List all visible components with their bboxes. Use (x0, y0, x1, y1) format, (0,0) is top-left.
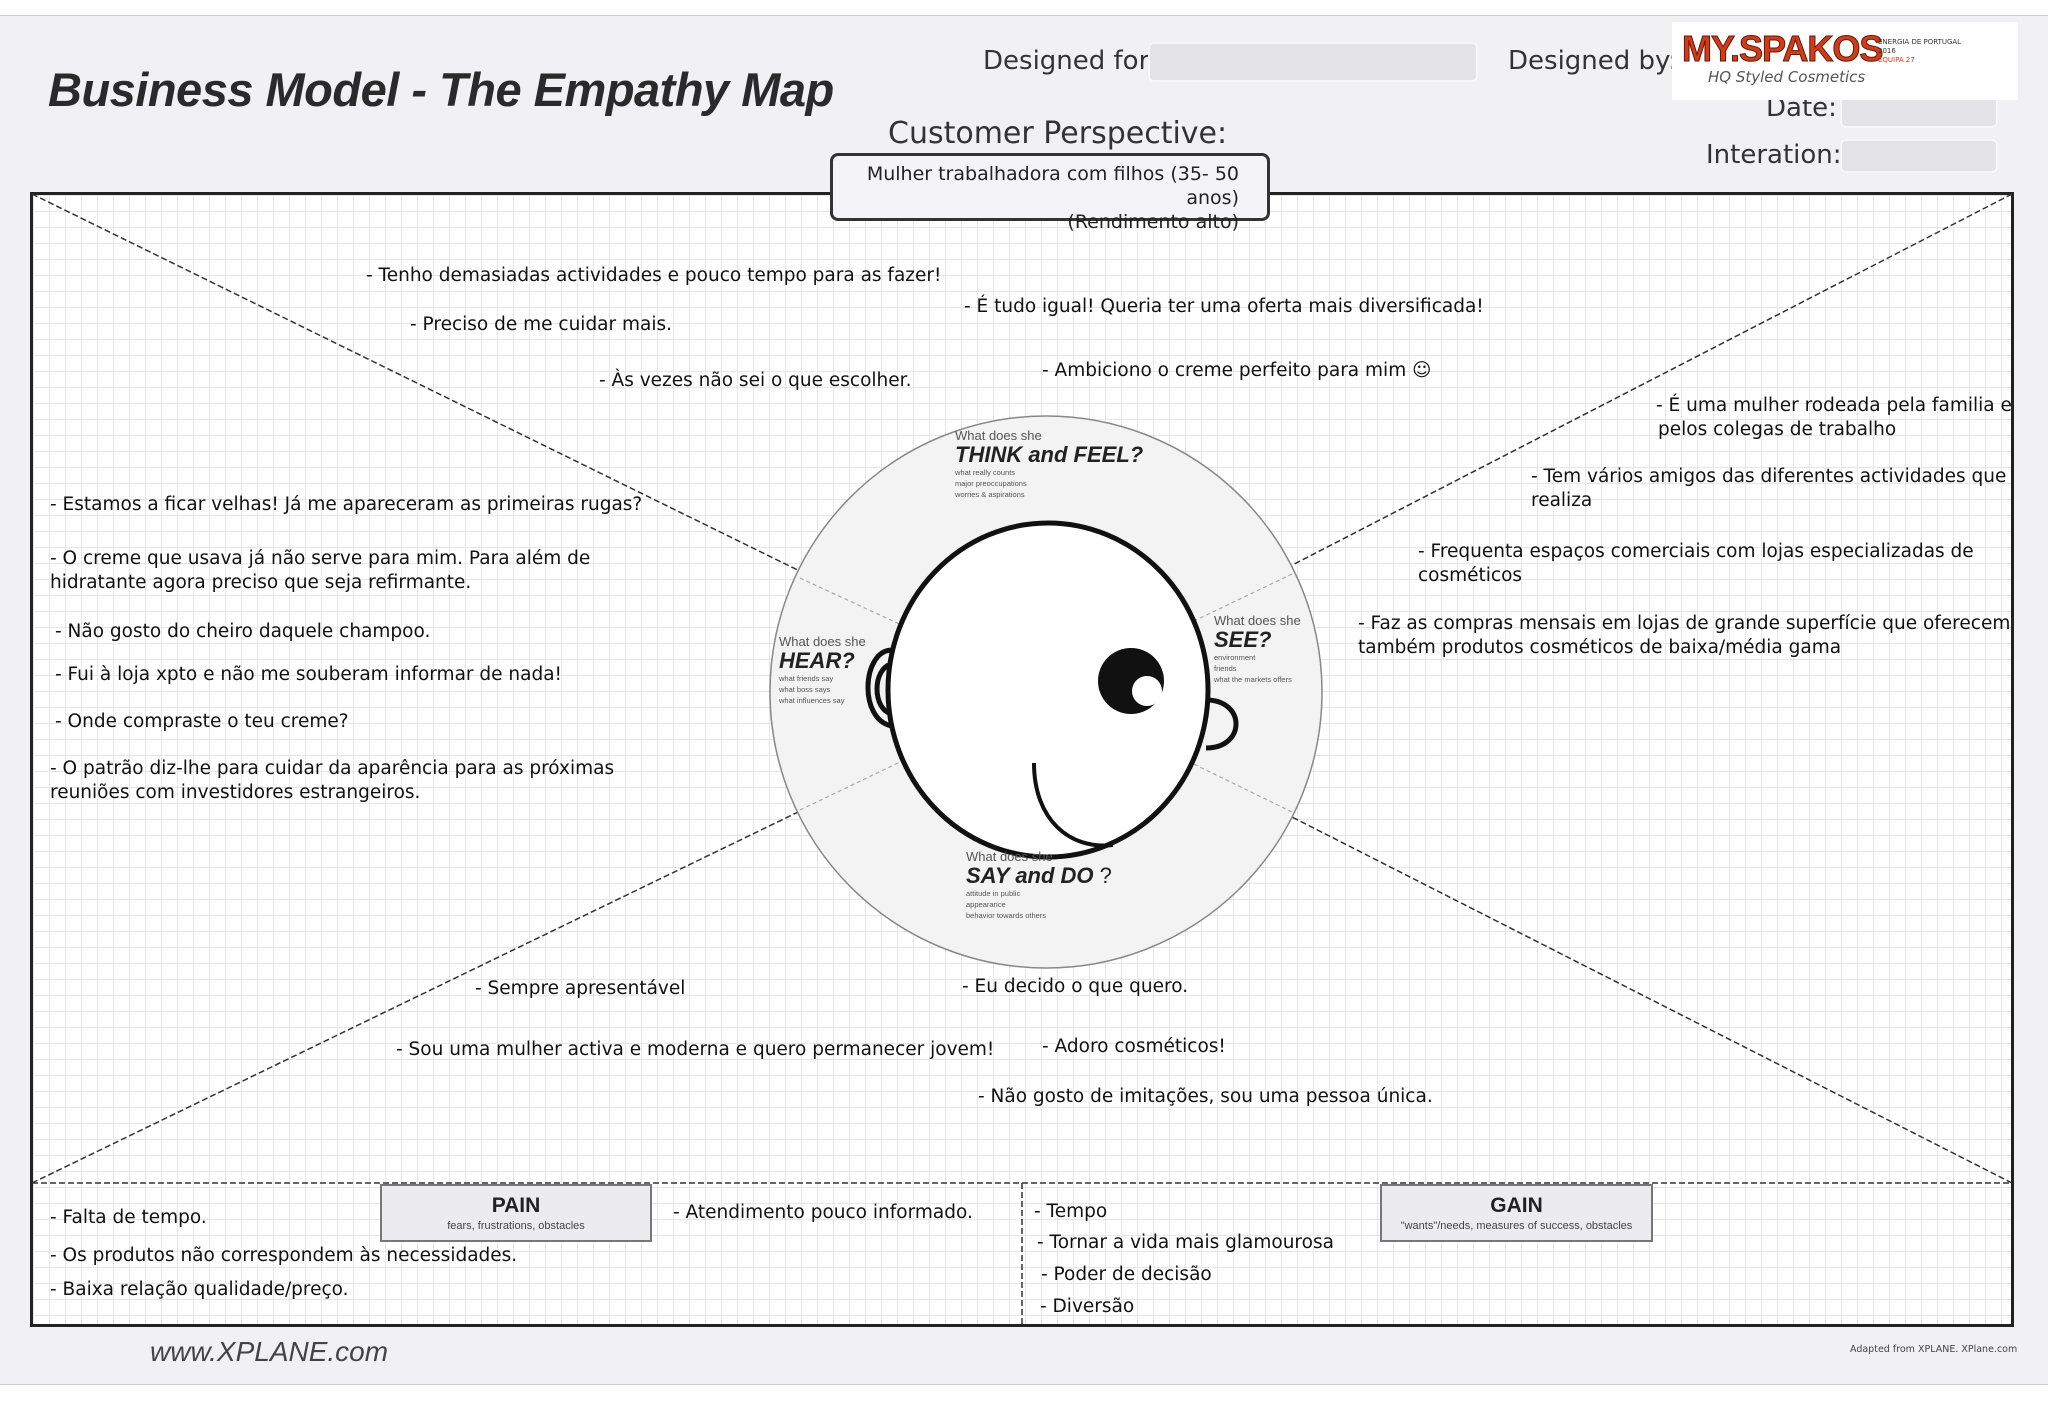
think-note: - É tudo igual! Queria ter uma oferta ma… (964, 296, 1484, 317)
quadrant-hint: behavior towards others (966, 911, 1047, 920)
pain-item: - Baixa relação qualidade/preço. (50, 1279, 349, 1300)
see-note: também produtos cosméticos de baixa/médi… (1358, 637, 1842, 658)
gain-subtitle: "wants"/needs, measures of success, obst… (1400, 1220, 1633, 1232)
hear-label: What does she HEAR? what friends say wha… (779, 635, 866, 705)
see-note: pelos colegas de trabalho (1658, 419, 1897, 440)
pain-subtitle: fears, frustrations, obstacles (447, 1220, 585, 1232)
persona-line: Mulher trabalhadora com filhos (35- 50 a… (866, 163, 1239, 209)
gain-header-box: GAIN "wants"/needs, measures of success,… (1380, 1184, 1653, 1242)
see-note: cosméticos (1418, 565, 1523, 586)
say-note: - Sempre apresentável (475, 978, 686, 999)
persona-line: (Rendimento alto) (1067, 211, 1239, 233)
logo-note: 2016 (1878, 47, 1896, 55)
quadrant-hint: friends (1214, 664, 1237, 673)
quadrant-hint: what friends say (779, 674, 834, 683)
designed-for-field[interactable] (1148, 42, 1478, 82)
quadrant-hint: what really counts (955, 468, 1016, 477)
see-note: - Frequenta espaços comerciais com lojas… (1418, 541, 1974, 562)
quadrant-prefix: What does she (1214, 613, 1301, 628)
think-note: - Preciso de me cuidar mais. (410, 314, 673, 335)
quadrant-hint: what the markets offers (1214, 675, 1292, 684)
page-title: Business Model - The Empathy Map (48, 63, 834, 116)
quadrant-hint: appearance (966, 900, 1006, 909)
left-ear-inner (874, 661, 893, 717)
see-label: What does she SEE? environment friends w… (1214, 614, 1301, 684)
say-note: - Adoro cosméticos! (1042, 1036, 1226, 1057)
right-ear (1205, 697, 1239, 751)
hear-note: - Não gosto do cheiro daquele champoo. (55, 621, 431, 642)
mouth (1032, 762, 1114, 848)
gain-item: - Poder de decisão (1041, 1264, 1212, 1285)
persona-box: Mulher trabalhadora com filhos (35- 50 a… (830, 153, 1270, 233)
gain-item: - Tornar a vida mais glamourosa (1037, 1232, 1334, 1253)
hear-note: reuniões com investidores estrangeiros. (50, 782, 421, 803)
say-do-label: What does she SAY and DO ? attitude in p… (966, 850, 1112, 920)
pain-header-box: PAIN fears, frustrations, obstacles (380, 1184, 652, 1242)
iteration-label: Interation: (1706, 140, 1842, 170)
hear-note: - Onde compraste o teu creme? (55, 711, 349, 732)
footer-credit: Adapted from XPLANE. XPlane.com (1850, 1344, 2018, 1355)
hear-note: - O creme que usava já não serve para mi… (50, 548, 591, 569)
eye-highlight (1132, 676, 1162, 706)
quadrant-title: SAY and DO (966, 863, 1094, 888)
head (885, 520, 1211, 860)
quadrant-title-suffix: ? (1099, 863, 1112, 888)
hear-note: - O patrão diz-lhe para cuidar da aparên… (50, 758, 615, 779)
say-note: - Eu decido o que quero. (962, 976, 1189, 997)
quadrant-hint: what boss says (779, 685, 831, 694)
see-note: - É uma mulher rodeada pela familia e (1656, 395, 2012, 416)
face-icon (865, 520, 1239, 860)
quadrant-prefix: What does she (779, 634, 866, 649)
designed-for-label: Designed for: (983, 46, 1158, 76)
quadrant-title: HEAR? (779, 648, 855, 673)
logo-brand: MY.SPAKOS (1681, 28, 1883, 70)
left-ear-outer (865, 647, 893, 729)
see-note: realiza (1531, 490, 1593, 511)
quadrant-title: SEE? (1214, 627, 1272, 652)
logo-tagline: HQ Styled Cosmetics (1708, 68, 1866, 86)
logo-note: EQUIPA 27 (1878, 56, 1915, 64)
say-note: - Sou uma mulher activa e moderna e quer… (396, 1039, 995, 1060)
quadrant-hint: worries & aspirations (955, 490, 1025, 499)
customer-perspective-label: Customer Perspective: (888, 116, 1228, 151)
gain-item: - Diversão (1040, 1296, 1135, 1317)
hear-note: - Fui à loja xpto e não me souberam info… (55, 664, 562, 685)
iteration-field[interactable] (1840, 139, 1998, 173)
designed-by-label: Designed by: (1508, 46, 1678, 76)
gain-title: GAIN (1490, 1194, 1543, 1217)
say-note: - Não gosto de imitações, sou uma pessoa… (978, 1086, 1433, 1107)
footer-url[interactable]: www.XPLANE.com (150, 1336, 389, 1367)
pain-item: - Atendimento pouco informado. (673, 1202, 973, 1223)
logo-note: ENERGIA DE PORTUGAL (1878, 38, 1962, 46)
see-note: - Faz as compras mensais em lojas de gra… (1358, 613, 2011, 634)
quadrant-title: THINK and FEEL? (955, 442, 1144, 467)
quadrant-hint: major preoccupations (955, 479, 1027, 488)
think-note: - Ambiciono o creme perfeito para mim ☺ (1042, 360, 1432, 381)
hear-note: hidratante agora preciso que seja refirm… (50, 572, 472, 593)
quadrant-hint: attitude in public (966, 889, 1021, 898)
quadrant-hint: environment (1214, 653, 1256, 662)
company-logo: MY.SPAKOS HQ Styled Cosmetics ENERGIA DE… (1672, 22, 2018, 100)
pain-item: - Falta de tempo. (50, 1207, 207, 1228)
gain-item: - Tempo (1034, 1201, 1108, 1222)
think-note: - Às vezes não sei o que escolher. (599, 370, 912, 391)
pain-item: - Os produtos não correspondem às necess… (50, 1245, 518, 1266)
see-note: - Tem vários amigos das diferentes activ… (1531, 466, 2007, 487)
think-note: - Tenho demasiadas actividades e pouco t… (366, 265, 942, 286)
hear-note: - Estamos a ficar velhas! Já me aparecer… (50, 494, 643, 515)
think-feel-label: What does she THINK and FEEL? what reall… (955, 429, 1143, 499)
quadrant-hint: what influences say (779, 696, 845, 705)
quadrant-prefix: What does she (955, 428, 1042, 443)
pain-title: PAIN (491, 1194, 541, 1217)
quadrant-prefix: What does she (966, 849, 1053, 864)
